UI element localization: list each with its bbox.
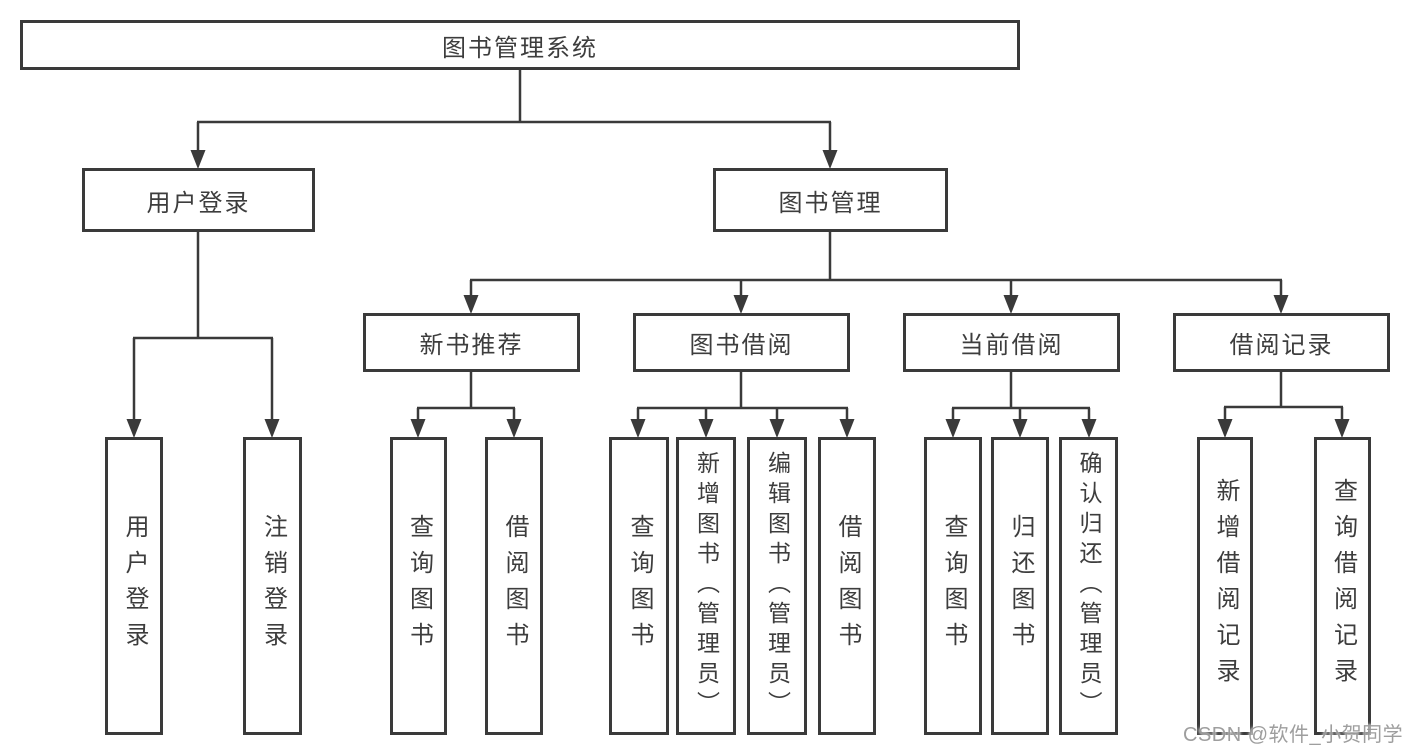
node-book-management: 图书管理 — [713, 168, 948, 232]
leaf-label: 新增图书（管理员） — [693, 451, 720, 721]
node-label: 新书推荐 — [419, 332, 524, 359]
leaf-label: 归还图书 — [1007, 514, 1034, 658]
csdn-watermark: CSDN @软件_小贺同学 — [1183, 724, 1404, 746]
node-library-management-system: 图书管理系统 — [20, 20, 1020, 70]
leaf-label: 查询借阅记录 — [1329, 478, 1357, 694]
leaf-label: 借阅图书 — [834, 514, 861, 658]
node-label: 用户登录 — [146, 189, 251, 217]
node-book-borrowing: 图书借阅 — [633, 313, 850, 372]
leaf-label: 用户登录 — [121, 514, 148, 658]
leaf-borrow-books-borrow: 借阅图书 — [818, 437, 876, 735]
leaf-label: 查询图书 — [405, 514, 433, 658]
node-label: 借阅记录 — [1229, 332, 1334, 359]
leaf-label: 查询图书 — [626, 514, 653, 658]
leaf-query-books-borrow: 查询图书 — [609, 437, 669, 735]
leaf-label: 借阅图书 — [501, 514, 528, 658]
leaf-edit-books-admin: 编辑图书（管理员） — [747, 437, 807, 735]
node-user-login: 用户登录 — [82, 168, 315, 232]
leaf-query-books-current: 查询图书 — [924, 437, 982, 735]
node-current-borrowing: 当前借阅 — [903, 313, 1120, 372]
leaf-add-borrow-record: 新增借阅记录 — [1197, 437, 1253, 735]
node-borrowing-records: 借阅记录 — [1173, 313, 1390, 372]
node-new-book-recommend: 新书推荐 — [363, 313, 580, 372]
leaf-label: 查询图书 — [940, 514, 967, 658]
leaf-logout: 注销登录 — [243, 437, 302, 735]
leaf-user-login: 用户登录 — [105, 437, 163, 735]
node-label: 图书管理系统 — [442, 34, 598, 62]
leaf-confirm-return-admin: 确认归还（管理员） — [1059, 437, 1118, 735]
leaf-label: 新增借阅记录 — [1212, 478, 1239, 694]
node-label: 图书借阅 — [689, 332, 794, 359]
leaf-label: 确认归还（管理员） — [1076, 451, 1102, 721]
leaf-return-books: 归还图书 — [991, 437, 1049, 735]
leaf-add-books-admin: 新增图书（管理员） — [676, 437, 736, 735]
leaf-label: 注销登录 — [259, 514, 287, 658]
leaf-label: 编辑图书（管理员） — [764, 451, 791, 721]
leaf-borrow-books-recommend: 借阅图书 — [485, 437, 543, 735]
node-label: 当前借阅 — [959, 332, 1064, 359]
leaf-query-borrow-record: 查询借阅记录 — [1314, 437, 1371, 735]
node-label: 图书管理 — [778, 189, 883, 217]
leaf-query-books-recommend: 查询图书 — [390, 437, 447, 735]
